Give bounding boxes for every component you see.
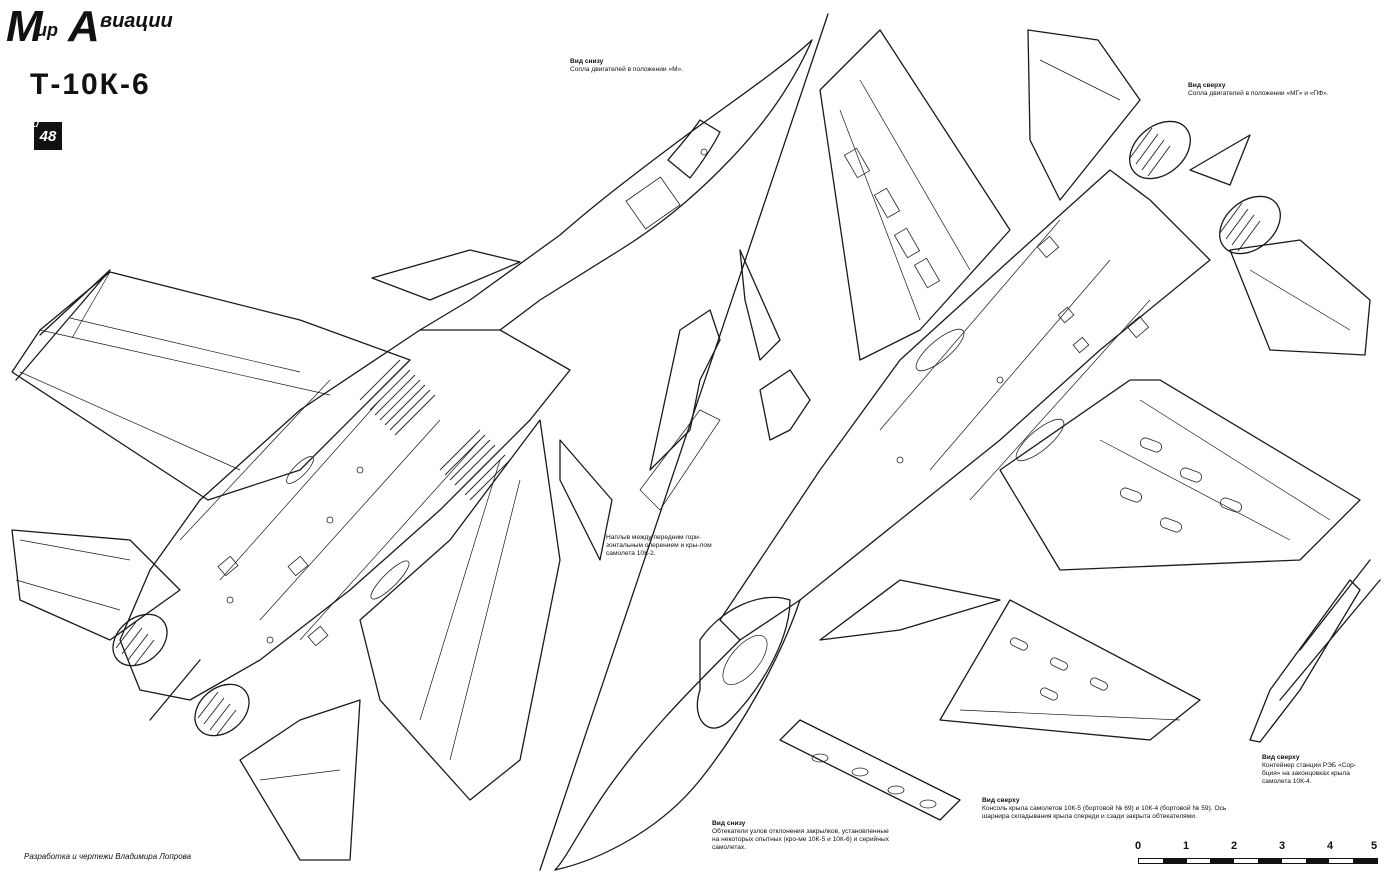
note-heading: Вид сверху: [982, 797, 1020, 804]
center-fold-line: [539, 13, 829, 871]
masthead-letter-m: М: [6, 2, 43, 51]
scale-label-5: 5: [1370, 840, 1378, 852]
scale-bar-segment: [1258, 859, 1282, 863]
scale-bar-segment: [1353, 859, 1377, 863]
note-heading: Вид снизу: [570, 58, 604, 65]
aircraft-bottom-view: [11, 39, 813, 861]
lerx-detail: [639, 249, 811, 511]
aircraft-title: Т-10К-6: [30, 68, 151, 101]
scale-label-4: 4: [1326, 840, 1334, 852]
note-heading: Вид снизу: [712, 820, 746, 827]
scale-bar-segment: [1162, 859, 1187, 863]
note-bottom-view-nozzles: Вид снизу Сопла двигателей в положении «…: [570, 58, 730, 74]
note-heading: Вид сверху: [1262, 754, 1300, 761]
scale-label-1: 1: [1182, 840, 1190, 852]
note-text: Сопла двигателей в положении «МГ» и «ПФ»…: [1188, 90, 1329, 97]
scale-bar-segment: [1210, 859, 1235, 863]
note-text: Контейнер станции РЭБ «Сор-бция» на зако…: [1262, 762, 1357, 785]
note-flap-fairings: Вид снизу Обтекатели узлов отклонения за…: [712, 820, 892, 852]
masthead-viatsii: виации: [100, 10, 173, 32]
note-text: Сопла двигателей в положении «М».: [570, 66, 684, 73]
masthead-ir: ир: [36, 20, 58, 40]
note-text: Консоль крыла самолетов 10К-5 (бортовой …: [982, 805, 1227, 820]
magazine-masthead: М ир А виации: [6, 2, 202, 51]
scale-label-2: 2: [1230, 840, 1238, 852]
note-heading: Вид сверху: [1188, 82, 1226, 89]
scale-bar-segment: [1305, 859, 1330, 863]
note-folding-wing: Вид сверху Консоль крыла самолетов 10К-5…: [982, 797, 1232, 821]
scale-label-0: 0: [1134, 840, 1142, 852]
scale-bar-track: [1138, 858, 1378, 864]
note-ecm-container: Вид сверху Контейнер станции РЭБ «Сор-бц…: [1262, 754, 1362, 786]
masthead-letter-a: А: [68, 2, 100, 51]
scale-badge-number: 48: [39, 127, 57, 145]
scale-badge-prefix: 1/: [30, 118, 40, 130]
note-top-view-nozzles: Вид сверху Сопла двигателей в положении …: [1188, 82, 1358, 98]
note-text: Наплыв между передним гори-зонтальным оп…: [606, 534, 712, 557]
note-lerx: Наплыв между передним гори-зонтальным оп…: [606, 534, 716, 558]
scale-label-3: 3: [1278, 840, 1286, 852]
scale-bar: 0 1 2 3 4 5: [1134, 840, 1378, 870]
aircraft-top-view: [554, 29, 1381, 871]
note-text: Обтекатели узлов отклонения закрылков, у…: [712, 828, 889, 851]
scale-badge: 1/ 48: [30, 118, 62, 150]
drawing-credit: Разработка и чертежи Владимира Лопрова: [24, 852, 192, 861]
